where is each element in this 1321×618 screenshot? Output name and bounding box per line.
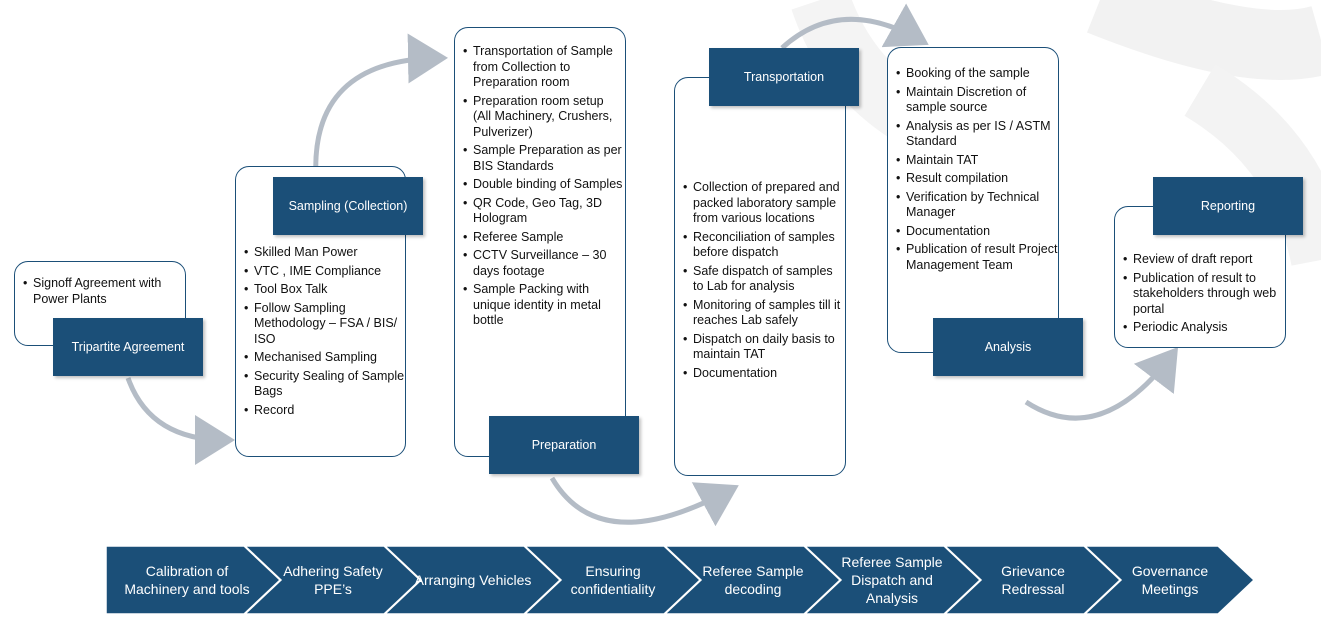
list-item: Double binding of Samples <box>463 177 625 193</box>
arrow-preparation-to-transportation <box>549 476 739 527</box>
list-item: Skilled Man Power <box>244 245 405 261</box>
list-item: Documentation <box>683 366 845 382</box>
list-item: Monitoring of samples till it reaches La… <box>683 298 845 329</box>
label-sampling: Sampling (Collection) <box>273 177 423 235</box>
list-item: Result compilation <box>896 171 1058 187</box>
arrow-transportation-to-analysis <box>780 3 929 50</box>
chevron-label: Governance Meetings <box>1131 563 1209 597</box>
list-item: Reconciliation of samples before dispatc… <box>683 230 845 261</box>
chevron-label: Arranging Vehicles <box>414 572 532 588</box>
chevron-8 <box>1083 545 1256 615</box>
label-analysis: Analysis <box>933 318 1083 376</box>
list-item: Periodic Analysis <box>1123 320 1285 336</box>
list-item: Booking of the sample <box>896 66 1058 82</box>
arrow-sampling-to-preparation <box>313 33 448 179</box>
chevron-label: Referee Sample Dispatch and Analysis <box>841 554 943 606</box>
list-item: Record <box>244 403 405 419</box>
list-item: Security Sealing of Sample Bags <box>244 369 405 400</box>
card-analysis: Booking of the sample Maintain Discretio… <box>887 47 1059 353</box>
card-transportation: Collection of prepared and packed labora… <box>674 77 846 476</box>
list-item: Transportation of Sample from Collection… <box>463 44 625 91</box>
list-item: Publication of result Project Management… <box>896 242 1058 273</box>
list-item: Verification by Technical Manager <box>896 190 1058 221</box>
list-item: Publication of result to stakeholders th… <box>1123 271 1285 318</box>
list-item: Sample Packing with unique identity in m… <box>463 282 625 329</box>
list-item: Maintain Discretion of sample source <box>896 85 1058 116</box>
list-item: VTC , IME Compliance <box>244 264 405 280</box>
chevron-label: Adhering Safety PPE’s <box>283 563 383 597</box>
list-item: Analysis as per IS / ASTM Standard <box>896 119 1058 150</box>
list-item: Referee Sample <box>463 230 625 246</box>
list-item: Sample Preparation as per BIS Standards <box>463 143 625 174</box>
label-reporting: Reporting <box>1153 177 1303 235</box>
chevron-label: Referee Sample decoding <box>702 563 804 597</box>
list-item: Tool Box Talk <box>244 282 405 298</box>
label-tripartite: Tripartite Agreement <box>53 318 203 376</box>
chevron-label: Ensuring confidentiality <box>570 563 656 597</box>
list-item: Mechanised Sampling <box>244 350 405 366</box>
label-preparation: Preparation <box>489 416 639 474</box>
list-item: Maintain TAT <box>896 153 1058 169</box>
chevron-label: Grievance Redressal <box>1001 563 1065 597</box>
list-item: Follow Sampling Methodology – FSA / BIS/… <box>244 301 405 348</box>
card-preparation: Transportation of Sample from Collection… <box>454 27 626 457</box>
arrow-tripartite-to-sampling <box>125 377 235 465</box>
list-item: Signoff Agreement with Power Plants <box>23 276 185 307</box>
list-item: Collection of prepared and packed labora… <box>683 180 845 227</box>
list-item: Review of draft report <box>1123 252 1285 268</box>
list-item: Preparation room setup (All Machinery, C… <box>463 94 625 141</box>
list-item: Dispatch on daily basis to maintain TAT <box>683 332 845 363</box>
list-item: Documentation <box>896 224 1058 240</box>
list-item: CCTV Surveillance – 30 days footage <box>463 248 625 279</box>
list-item: QR Code, Geo Tag, 3D Hologram <box>463 196 625 227</box>
label-transportation: Transportation <box>709 48 859 106</box>
chevron-label: Calibration of Machinery and tools <box>124 563 250 597</box>
arrow-analysis-to-reporting <box>1024 347 1179 421</box>
list-item: Safe dispatch of samples to Lab for anal… <box>683 264 845 295</box>
